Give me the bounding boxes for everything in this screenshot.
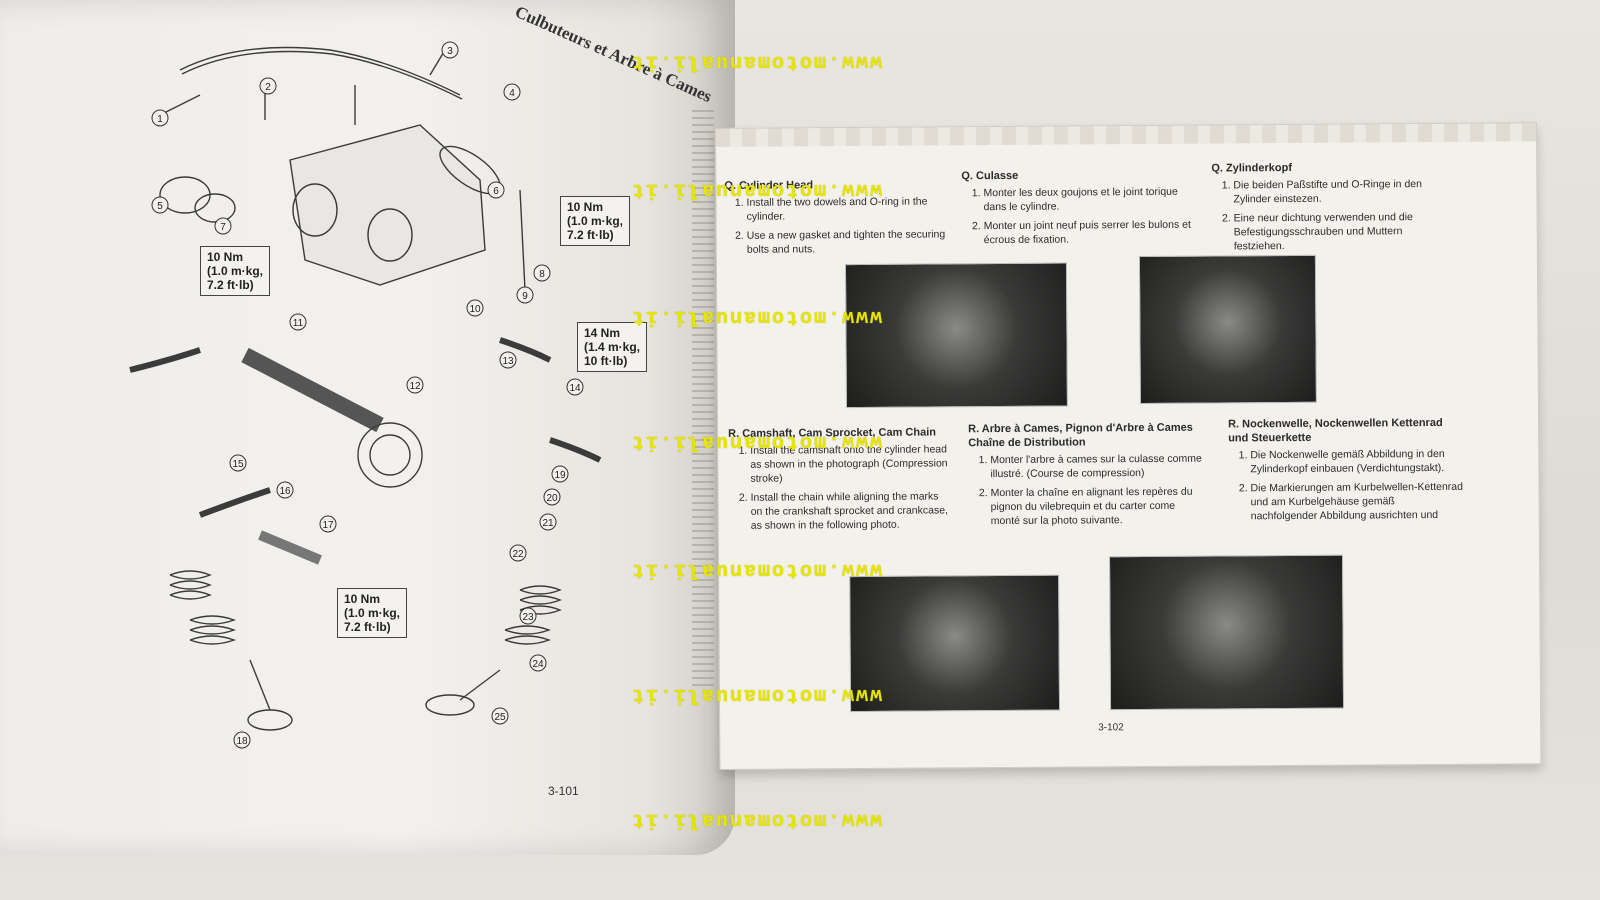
torque-callout: 10 Nm (1.0 m·kg, 7.2 ft·lb) — [337, 588, 408, 638]
instruction-item: Monter la chaîne en alignant les repères… — [991, 485, 1204, 528]
section-title: R. Arbre à Cames, Pignon d'Arbre à Cames… — [968, 421, 1193, 450]
photo-cylinder-gasket — [844, 262, 1068, 409]
part-number-badge — [533, 264, 551, 282]
part-number-label: 10 — [469, 304, 481, 315]
part-number-badge — [487, 181, 505, 199]
part-number-label: 17 — [322, 520, 334, 531]
part-number-label: 15 — [232, 459, 244, 470]
part-number-label: 22 — [512, 549, 524, 560]
exploded-parts-diagram: 1234567891011121314151617181920212223242… — [129, 41, 602, 749]
section-r-french: R. Arbre à Cames, Pignon d'Arbre à Cames… — [968, 421, 1204, 534]
part-number-label: 11 — [293, 318, 304, 329]
part-number-label: 5 — [157, 201, 163, 212]
part-number-badge — [233, 731, 251, 749]
part-number-badge — [543, 488, 561, 506]
part-number-badge — [509, 544, 527, 562]
part-number-badge — [539, 513, 557, 531]
part-number-badge — [466, 299, 484, 317]
part-number-label: 18 — [236, 736, 248, 747]
part-number-label: 9 — [522, 291, 528, 302]
instruction-item: Monter un joint neuf puis serrer les bul… — [984, 218, 1192, 247]
part-number-label: 25 — [494, 712, 506, 723]
part-number-badge — [259, 77, 277, 95]
watermark: www.motomanuali.it — [630, 558, 883, 581]
photo-crankcase — [1108, 554, 1345, 711]
section-title: R. Nockenwelle, Nockenwellen Kettenrad u… — [1228, 416, 1443, 445]
part-number-label: 19 — [554, 470, 566, 481]
part-number-label: 13 — [502, 356, 514, 367]
part-number-badge — [566, 378, 584, 396]
left-page: Culbuteurs et Arbre à Cames — [0, 0, 735, 855]
part-number-label: 1 — [157, 114, 163, 125]
part-number-badge — [151, 109, 169, 127]
watermark: www.motomanuali.it — [630, 430, 883, 453]
section-title: Q. Zylinderkopf — [1211, 161, 1293, 175]
part-number-badge — [319, 515, 337, 533]
torque-callout: 10 Nm (1.0 m·kg, 7.2 ft·lb) — [200, 246, 271, 296]
part-number-label: 2 — [265, 82, 271, 93]
part-number-badge — [516, 286, 534, 304]
part-number-badge — [151, 196, 169, 214]
part-number-label: 8 — [539, 269, 545, 280]
part-number-badge — [491, 707, 509, 725]
section-title: Q. Culasse — [961, 169, 1019, 183]
instruction-item: Die Markierungen am Kurbelwellen-Kettenr… — [1250, 480, 1463, 523]
part-number-label: 3 — [447, 46, 453, 57]
instruction-item: Use a new gasket and tighten the securin… — [747, 227, 947, 256]
part-number-badge — [406, 376, 424, 394]
torque-callout: 10 Nm (1.0 m·kg, 7.2 ft·lb) — [560, 196, 631, 246]
part-number-badge — [551, 465, 569, 483]
watermark: www.motomanuali.it — [630, 683, 883, 706]
part-number-label: 7 — [220, 222, 226, 233]
instruction-item: Die Nockenwelle gemäß Abbildung in den Z… — [1250, 447, 1463, 476]
watermark: www.motomanuali.it — [630, 178, 883, 201]
instruction-item: Monter l'arbre à cames sur la culasse co… — [990, 452, 1203, 481]
part-number-label: 16 — [279, 486, 291, 497]
part-number-badge — [529, 654, 547, 672]
part-number-badge — [289, 313, 307, 331]
torque-callout: 14 Nm (1.4 m·kg, 10 ft·lb) — [577, 322, 648, 372]
instruction-item: Die beiden Paßstifte und O-Ringe in den … — [1233, 177, 1446, 206]
part-number-label: 20 — [546, 493, 558, 504]
torn-page-edge — [716, 123, 1537, 147]
watermark: www.motomanuali.it — [630, 50, 883, 73]
part-number-label: 23 — [522, 612, 534, 623]
section-q-french: Q. Culasse Monter les deux goujons et le… — [961, 168, 1192, 253]
part-number-badge — [441, 41, 459, 59]
part-number-badge — [503, 83, 521, 101]
part-number-label: 24 — [532, 659, 544, 670]
photo-cylinder-head — [1138, 254, 1317, 405]
part-number-badge — [499, 351, 517, 369]
part-number-label: 21 — [542, 518, 554, 529]
part-number-label: 12 — [409, 381, 421, 392]
section-r-german: R. Nockenwelle, Nockenwellen Kettenrad u… — [1228, 416, 1464, 529]
part-number-label: 14 — [569, 383, 581, 394]
right-page-number: 3-102 — [1098, 722, 1124, 734]
watermark: www.motomanuali.it — [630, 808, 883, 831]
gutter-text-strip — [692, 110, 714, 690]
section-q-german: Q. Zylinderkopf Die beiden Paßstifte und… — [1211, 160, 1447, 259]
part-number-badge — [214, 217, 232, 235]
part-number-badge — [229, 454, 247, 472]
part-number-label: 4 — [509, 88, 515, 99]
part-number-label: 6 — [493, 186, 499, 197]
instruction-item: Eine neur dichtung verwenden und die Bef… — [1234, 210, 1447, 253]
watermark: www.motomanuali.it — [630, 305, 883, 328]
left-page-number: 3-101 — [548, 784, 579, 798]
instruction-item: Monter les deux goujons et le joint tori… — [983, 185, 1191, 214]
instruction-item: Install the chain while aligning the mar… — [751, 489, 951, 532]
part-number-badge — [519, 607, 537, 625]
part-number-badge — [276, 481, 294, 499]
